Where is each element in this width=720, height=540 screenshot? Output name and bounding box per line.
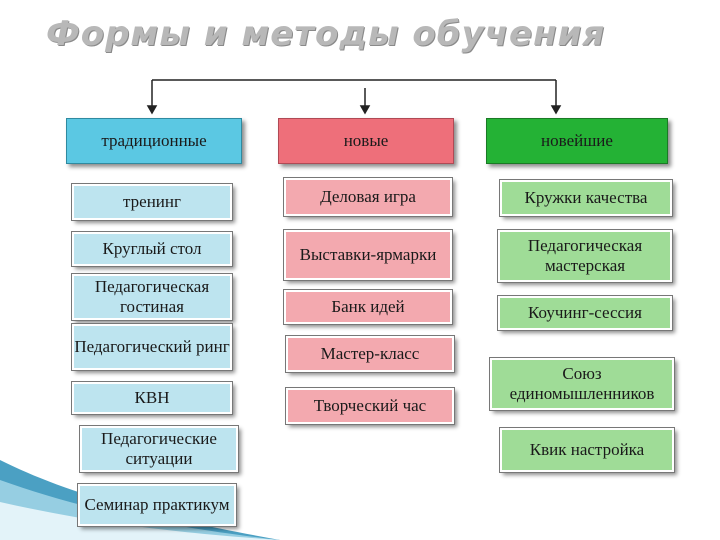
header-traditional: традиционные bbox=[66, 118, 242, 164]
new-item-creative-hour: Творческий час bbox=[285, 387, 455, 425]
new-item-master-class: Мастер-класс bbox=[285, 335, 455, 373]
traditional-item-ped-lounge: Педагогическая гостиная bbox=[71, 273, 233, 321]
newest-item-quality-circles: Кружки качества bbox=[499, 179, 673, 217]
diagram-title: Формы и методы обучения bbox=[46, 14, 606, 54]
header-new: новые bbox=[278, 118, 454, 164]
newest-item-union: Союз единомышленников bbox=[489, 357, 675, 411]
new-item-fairs: Выставки-ярмарки bbox=[283, 229, 453, 281]
decorative-wave bbox=[0, 460, 280, 540]
newest-item-ped-workshop: Педагогическая мастерская bbox=[497, 229, 673, 283]
traditional-item-seminar: Семинар практикум bbox=[77, 483, 237, 527]
newest-item-coaching: Коучинг-сессия bbox=[497, 295, 673, 331]
traditional-item-ped-ring: Педагогический ринг bbox=[71, 323, 233, 371]
traditional-item-round-table: Круглый стол bbox=[71, 231, 233, 267]
traditional-item-ped-situations: Педагогические ситуации bbox=[79, 425, 239, 473]
newest-item-quick-setup: Квик настройка bbox=[499, 427, 675, 473]
new-item-idea-bank: Банк идей bbox=[283, 289, 453, 325]
new-item-business-game: Деловая игра bbox=[283, 177, 453, 217]
header-newest: новейшие bbox=[486, 118, 668, 164]
traditional-item-training: тренинг bbox=[71, 183, 233, 221]
arrow-right-icon bbox=[550, 105, 562, 115]
arrow-left-icon bbox=[146, 105, 158, 115]
arrow-middle-icon bbox=[359, 105, 371, 115]
traditional-item-kvn: КВН bbox=[71, 381, 233, 415]
